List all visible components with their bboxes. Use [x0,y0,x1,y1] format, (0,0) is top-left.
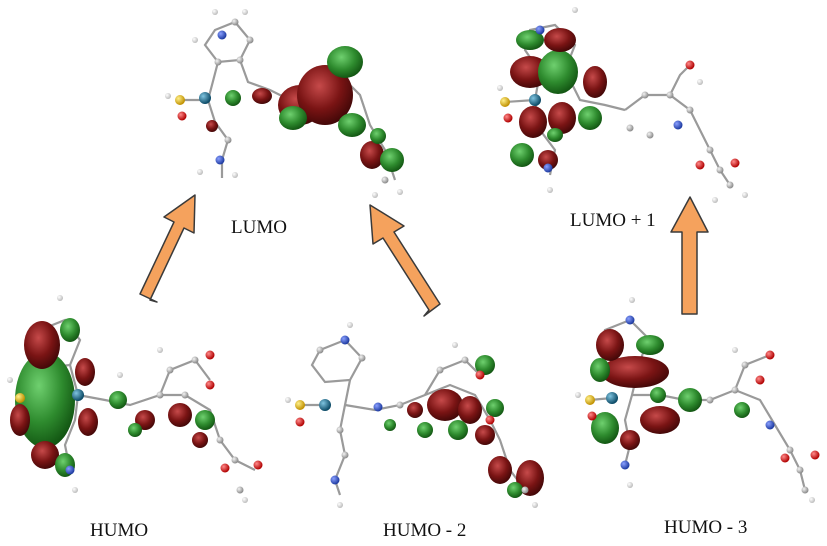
humo-minus-2-label: HUMO - 2 [383,520,466,541]
lumo-plus-1-label: LUMO + 1 [570,210,656,231]
lumo-molecule [165,9,404,198]
lumo-plus-1-molecule [497,7,748,203]
humo-molecule [7,295,263,503]
lumo-label: LUMO [231,217,287,238]
humo-minus-2-molecule [285,322,544,508]
arrow-humo-minus-3-to-lumo-plus-1 [670,196,709,315]
humo-minus-3-label: HUMO - 3 [664,517,747,538]
arrow-humo-minus-2-to-lumo [369,204,441,317]
arrow-humo-to-lumo [139,194,196,303]
humo-label: HUMO [90,520,148,541]
humo-minus-3-molecule [575,297,820,503]
